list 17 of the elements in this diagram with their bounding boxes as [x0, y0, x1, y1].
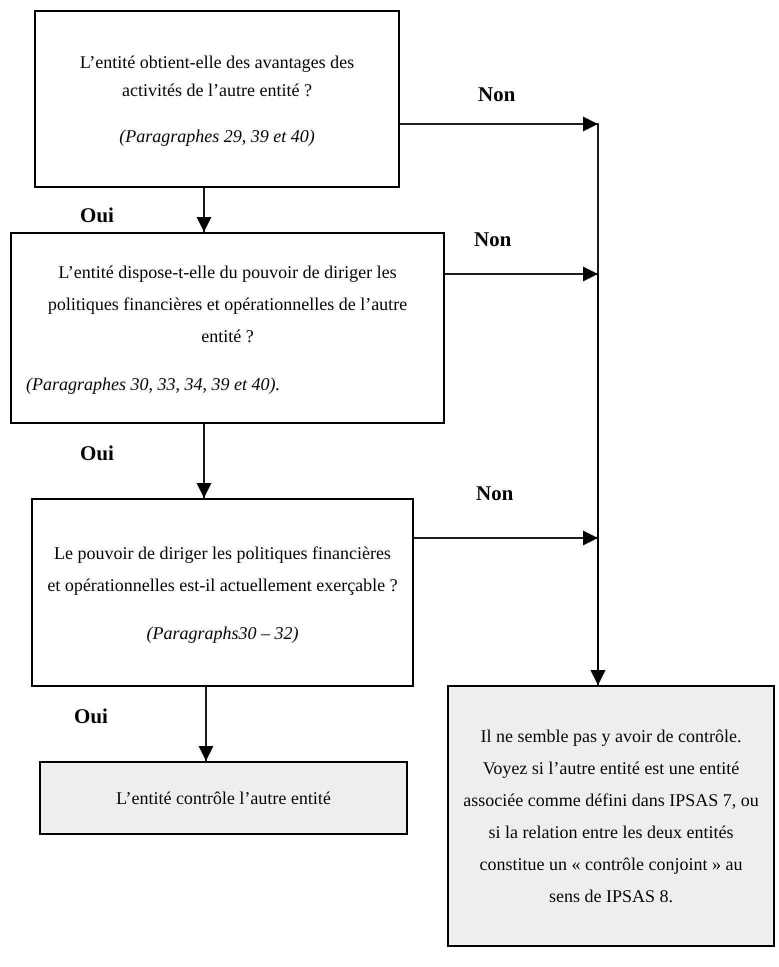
reference-note: (Paragraphes 30, 33, 34, 39 et 40). [26, 373, 281, 396]
question-box [10, 232, 445, 424]
node-text: Il ne semble pas y avoir de contrôle. Voyez si l’autre entité est une entité associée comme défini dans IPSAS 7, ou si la relation entre les deux entités constitue un « contrôle conjoint » au sens de IPSAS 8. [463, 725, 759, 908]
result-box [447, 685, 775, 947]
node-text: L’entité contrôle l’autre entité [115, 787, 332, 810]
node-text: L’entité obtient-elle des avantages des activités de l’autre entité ? [78, 51, 356, 102]
node-text: Le pouvoir de diriger les politiques financières et opérationnelles est-il actuellement exerçable ? [47, 542, 398, 597]
result-box [39, 761, 408, 835]
arrow [414, 530, 606, 685]
question-box [34, 10, 400, 188]
reference-note: (Paragraphs30 – 32) [146, 622, 300, 645]
arrow [198, 687, 214, 761]
reference-note: (Paragraphes 29, 39 et 40) [118, 125, 316, 148]
arrow [196, 424, 212, 498]
arrow [196, 188, 212, 232]
node-text: L’entité dispose-t-elle du pouvoir de diriger les politiques financières et opérationnelles de l’autre entité ? [46, 261, 408, 348]
question-box [31, 498, 414, 687]
